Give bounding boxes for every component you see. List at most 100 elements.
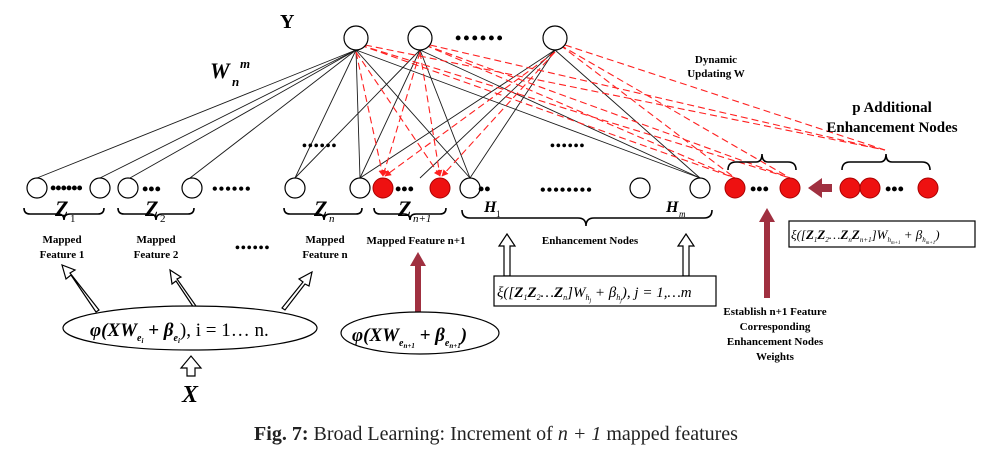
enhancement-node bbox=[459, 177, 481, 199]
svg-text:φ(XWei + βei), i = 1… n.: φ(XWei + βei), i = 1… n. bbox=[90, 320, 269, 345]
braces bbox=[23, 153, 931, 227]
phi-formula-n1: φ(XWen+1 + βen+1) bbox=[340, 311, 500, 355]
add-zn: Z bbox=[839, 227, 848, 242]
dots-new-enh: ••• bbox=[750, 179, 769, 199]
output-dots: •••••• bbox=[455, 28, 505, 48]
phi-bsubsub: i bbox=[178, 337, 180, 345]
dynamic-label: Dynamic Updating W bbox=[687, 54, 745, 80]
phi-n1-bsubsub: n+1 bbox=[449, 342, 460, 350]
enh-mid: … bbox=[541, 285, 554, 301]
enh-pre: ξ([ bbox=[497, 285, 515, 301]
solid-connections bbox=[36, 49, 701, 179]
mapped-n1-label: Mapped Feature n+1 bbox=[367, 235, 466, 247]
enh-arrow-right bbox=[676, 232, 696, 277]
mapped-dots: •••••• bbox=[235, 241, 270, 256]
add-s2: 2 bbox=[825, 236, 829, 244]
zn1-sub: n+1 bbox=[413, 213, 431, 225]
add-z2: Z bbox=[816, 227, 825, 242]
z1-label: Z bbox=[54, 196, 68, 221]
phi-post: ), i = 1… n. bbox=[180, 320, 269, 341]
hm-sub: m bbox=[679, 209, 686, 219]
red-arrows bbox=[410, 208, 775, 316]
enh-s2: 2 bbox=[537, 293, 541, 302]
group-dots: •••••• bbox=[50, 178, 83, 198]
caption-text: Broad Learning: Increment of bbox=[308, 423, 557, 445]
add-z1: Z bbox=[805, 227, 814, 242]
mapped-1-line1: Mapped bbox=[42, 234, 81, 246]
feature-node bbox=[349, 177, 371, 199]
phi-wsub: e bbox=[137, 333, 142, 344]
dynamic-label-line2: Updating W bbox=[687, 68, 745, 80]
hollow-arrows bbox=[61, 232, 696, 377]
enh-bsub: h bbox=[616, 293, 620, 302]
red-arrow-up-phi bbox=[410, 252, 426, 316]
z2-sub: 2 bbox=[160, 213, 166, 225]
enh-sn: n bbox=[563, 293, 567, 302]
dots-enh: •••••••• bbox=[540, 182, 593, 199]
add-mid: … bbox=[829, 227, 841, 242]
weight-label-base: W bbox=[210, 58, 231, 83]
enh-wsub: h bbox=[585, 293, 589, 302]
output-node bbox=[407, 25, 433, 51]
z1-sub: 1 bbox=[70, 213, 76, 225]
mapped-n-line1: Mapped bbox=[305, 234, 344, 246]
caption-suffix: mapped features bbox=[601, 423, 738, 445]
left-arrow-icon bbox=[808, 178, 832, 198]
output-layer: Y •••••• bbox=[280, 11, 568, 51]
enh-post2: ), j = 1,…m bbox=[621, 285, 692, 301]
new-enhancement-node bbox=[779, 177, 801, 199]
zn-sub: n bbox=[329, 213, 335, 225]
add-zn1: Z bbox=[851, 227, 860, 242]
phi-plus: + β bbox=[143, 320, 173, 341]
enh-plus: + β bbox=[591, 285, 617, 301]
add-pre: ξ([ bbox=[791, 227, 807, 242]
establish-line2: Corresponding bbox=[740, 321, 811, 333]
phi-n1-plus: + β bbox=[415, 325, 445, 346]
add-post1: ]W bbox=[871, 227, 889, 242]
feature-node bbox=[26, 177, 48, 199]
feature-layer: •••••• •••••• bbox=[26, 177, 939, 199]
weight-label-sub: n bbox=[232, 74, 239, 89]
enhancement-node bbox=[629, 177, 651, 199]
hm-label: H bbox=[665, 199, 679, 216]
add-formula-box: ξ([Z1Z2…ZnZn+1]Whm+1 + βhm+1) bbox=[788, 220, 976, 248]
phi-formula-main: φ(XWei + βei), i = 1… n. bbox=[62, 305, 318, 351]
add-sn1: n+1 bbox=[860, 236, 872, 244]
add-bsubsub: m+1 bbox=[926, 241, 936, 246]
inline-dot-glyphs: ••• ••• •• •••••••• ••• ••• •••••• •••••… bbox=[142, 139, 904, 199]
feature-node bbox=[117, 177, 139, 199]
svg-text:φ(XWen+1 + βen+1): φ(XWen+1 + βen+1) bbox=[352, 325, 467, 350]
enh-z1: Z bbox=[513, 285, 523, 301]
input-x-label: X bbox=[181, 382, 199, 408]
dots-h1: •• bbox=[478, 179, 491, 199]
svg-text:ξ([Z1Z2…Zn]Whj + βhj), j = 1,…: ξ([Z1Z2…Zn]Whj + βhj), j = 1,…m bbox=[497, 285, 692, 304]
phi-bsub: e bbox=[173, 333, 178, 344]
zn1-label: Z bbox=[397, 196, 411, 221]
add-wsub: h bbox=[887, 236, 891, 244]
establish-line1: Establish n+1 Feature bbox=[723, 306, 826, 318]
enh-s1: 1 bbox=[523, 293, 527, 302]
enh-zn: Z bbox=[553, 285, 563, 301]
caption-prefix: Fig. 7: bbox=[254, 423, 308, 445]
establish-line3: Enhancement Nodes bbox=[727, 336, 824, 348]
dots-gn1: ••• bbox=[395, 179, 414, 199]
arrow-up-left bbox=[61, 264, 100, 313]
establish-label: Establish n+1 Feature Corresponding Enha… bbox=[723, 306, 826, 363]
h1-sub: 1 bbox=[496, 209, 501, 219]
dots-upper-mid: •••••• bbox=[550, 139, 585, 154]
z2-label: Z bbox=[144, 196, 158, 221]
feature-node bbox=[89, 177, 111, 199]
enh-post1: ]W bbox=[566, 285, 587, 301]
enh-wsubsub: j bbox=[588, 298, 591, 304]
z-labels: Z 1 Z 2 Z n Z n+1 bbox=[54, 196, 431, 225]
enh-arrow-left bbox=[497, 232, 517, 277]
h-labels: H 1 H m bbox=[483, 199, 686, 219]
dynamic-label-line1: Dynamic bbox=[695, 54, 737, 66]
add-plus: + β bbox=[900, 227, 922, 242]
caption-math: n + 1 bbox=[558, 423, 602, 445]
figure-caption: Fig. 7: Broad Learning: Increment of n +… bbox=[254, 423, 738, 445]
weight-label: W n m bbox=[210, 56, 250, 89]
enh-bsubsub: j bbox=[619, 298, 622, 304]
output-label: Y bbox=[280, 11, 295, 33]
